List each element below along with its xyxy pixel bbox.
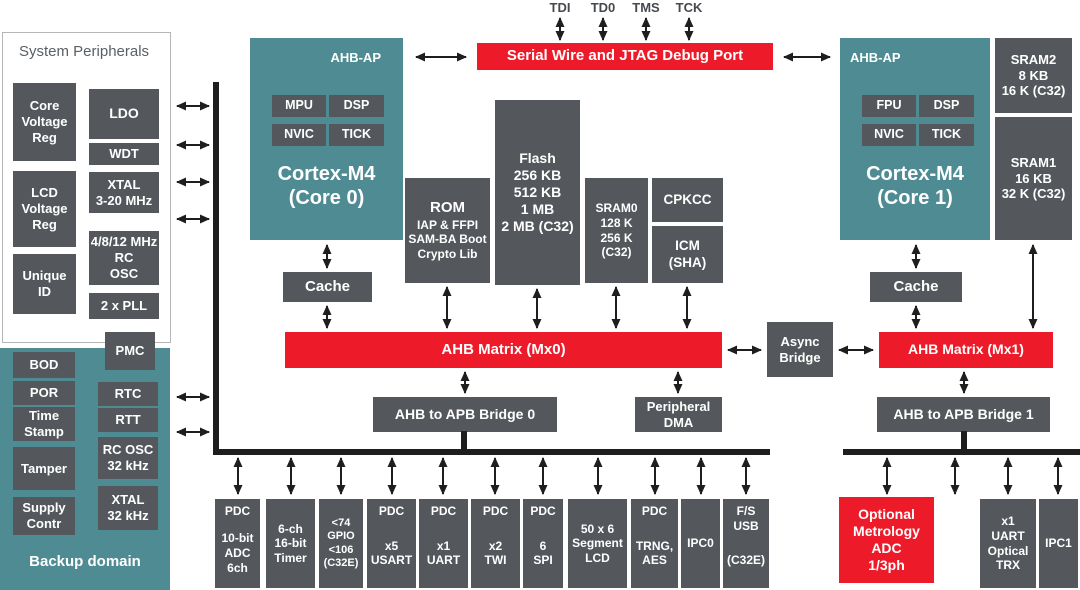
block-spi: PDC 6 SPI (523, 499, 563, 588)
block-dsp-core0: DSP (329, 95, 384, 117)
label-ahb-ap-core1: AHB-AP (850, 50, 901, 65)
bus-left-vertical (213, 82, 219, 455)
block-core-voltage-reg: Core Voltage Reg (13, 83, 76, 161)
pin-label-tck: TCK (675, 0, 703, 15)
label-metrology-body: Optional Metrology ADC 1/3ph (853, 505, 920, 574)
block-nvic-core0: NVIC (272, 124, 326, 146)
block-fs-usb: F/S USB (C32E) (723, 499, 769, 588)
label-twi-body: x2 TWI (484, 538, 507, 568)
block-ipc0: IPC0 (681, 499, 720, 588)
label-rom-sub: IAP & FFPI SAM-BA Boot Crypto Lib (408, 217, 487, 261)
label-timer-body: 6-ch 16-bit Timer (274, 521, 307, 565)
block-tick-core1: TICK (919, 124, 974, 146)
block-flash: Flash 256 KB 512 KB 1 MB 2 MB (C32) (495, 100, 580, 285)
block-cache-core0: Cache (283, 272, 372, 302)
label-adc-body: 10-bit ADC 6ch (221, 531, 254, 575)
label-usart-pdc: PDC (378, 504, 405, 518)
block-por: POR (13, 381, 75, 405)
label-uart-body: x1 UART (426, 538, 461, 568)
panel-backup-domain: BOD POR Time Stamp Tamper Supply Contr R… (0, 348, 170, 590)
block-bod: BOD (13, 352, 75, 378)
label-ipc0-body: IPC0 (687, 536, 714, 551)
block-rom: ROM IAP & FFPI SAM-BA Boot Crypto Lib (405, 178, 490, 283)
label-spi-pdc: PDC (530, 504, 556, 518)
block-rc-osc-32khz: RC OSC 32 kHz (98, 437, 158, 479)
block-peripheral-dma: Peripheral DMA (635, 397, 722, 432)
block-twi: PDC x2 TWI (471, 499, 520, 588)
label-ipc1-body: IPC1 (1045, 536, 1072, 551)
block-unique-id: Unique ID (13, 254, 76, 314)
label-ahb-ap-core0: AHB-AP (330, 50, 381, 65)
bus-apb1-horizontal (843, 449, 1080, 455)
bus-stub-bridge1 (961, 431, 967, 451)
pin-label-tms: TMS (632, 0, 660, 15)
block-trng-aes: PDC TRNG, AES (631, 499, 678, 588)
block-rtc: RTC (98, 382, 158, 406)
label-gpio-body: <74 GPIO <106 (C32E) (323, 516, 359, 569)
label-cortex-m4-core1: Cortex-M4 (Core 1) (866, 163, 964, 209)
label-spi-body: 6 SPI (533, 538, 553, 568)
panel-title-system-peripherals: System Peripherals (19, 43, 150, 60)
label-usart-body: x5 USART (370, 538, 413, 568)
label-adc-pdc: PDC (224, 504, 251, 518)
block-ldo: LDO (89, 89, 159, 139)
block-supply-contr: Supply Contr (13, 497, 75, 535)
block-rtt: RTT (98, 408, 158, 432)
bus-stub-bridge0 (461, 431, 467, 451)
block-2x-pll: 2 x PLL (89, 293, 159, 319)
label-trng-pdc: PDC (641, 504, 668, 518)
block-nvic-core1: NVIC (862, 124, 916, 146)
block-serial-wire-jtag-debug-port: Serial Wire and JTAG Debug Port (477, 43, 773, 70)
block-cpkcc: CPKCC (652, 178, 723, 222)
block-pmc: PMC (105, 332, 155, 370)
block-timer: 6-ch 16-bit Timer (266, 499, 315, 588)
label-lcd-body: 50 x 6 Segment LCD (572, 521, 623, 565)
block-ipc1: IPC1 (1039, 499, 1078, 588)
block-sram1: SRAM1 16 KB 32 K (C32) (995, 117, 1072, 240)
pin-label-tdi: TDI (549, 0, 571, 15)
block-fpu: FPU (862, 95, 916, 117)
panel-system-peripherals: System Peripherals Core Voltage Reg LDO … (2, 32, 171, 343)
label-uart-pdc: PDC (430, 504, 457, 518)
block-uart-optical-trx: x1 UART Optical TRX (980, 499, 1036, 588)
block-rc-osc-4-8-12mhz: 4/8/12 MHz RC OSC (89, 231, 159, 285)
block-segment-lcd: 50 x 6 Segment LCD (568, 499, 627, 588)
block-cache-core1: Cache (870, 272, 962, 302)
block-dsp-core1: DSP (919, 95, 974, 117)
label-trng-body: TRNG, AES (635, 538, 674, 568)
block-xtal-32khz: XTAL 32 kHz (98, 486, 158, 530)
label-rom-title: ROM (430, 199, 465, 217)
block-icm-sha: ICM (SHA) (652, 226, 723, 283)
block-tick-core0: TICK (329, 124, 384, 146)
block-ahb-apb-bridge0: AHB to APB Bridge 0 (373, 397, 557, 432)
block-cortex-m4-core0: AHB-AP MPU DSP NVIC TICK Cortex-M4 (Core… (250, 38, 403, 240)
block-metrology-adc: Optional Metrology ADC 1/3ph (839, 497, 934, 583)
block-sram0: SRAM0 128 K 256 K (C32) (585, 178, 648, 283)
label-cortex-m4-core0: Cortex-M4 (Core 0) (277, 163, 376, 209)
block-xtal-3-20mhz: XTAL 3-20 MHz (89, 172, 159, 213)
block-lcd-voltage-reg: LCD Voltage Reg (13, 171, 76, 247)
label-usb-body: (C32E) (726, 553, 765, 568)
label-twi-pdc: PDC (482, 504, 509, 518)
block-mpu: MPU (272, 95, 326, 117)
block-time-stamp: Time Stamp (13, 407, 75, 441)
pin-label-td0: TD0 (590, 0, 616, 15)
block-ahb-apb-bridge1: AHB to APB Bridge 1 (877, 397, 1050, 432)
block-uart: PDC x1 UART (419, 499, 468, 588)
block-adc: PDC 10-bit ADC 6ch (215, 499, 260, 588)
block-ahb-matrix-mx0: AHB Matrix (Mx0) (285, 332, 722, 368)
block-async-bridge: Async Bridge (767, 322, 833, 377)
bus-apb0-horizontal (213, 449, 770, 455)
label-usb-top: F/S USB (733, 504, 759, 533)
block-usart: PDC x5 USART (367, 499, 416, 588)
label-optical-body: x1 UART Optical TRX (987, 514, 1029, 573)
block-cortex-m4-core1: AHB-AP FPU DSP NVIC TICK Cortex-M4 (Core… (840, 38, 990, 240)
block-ahb-matrix-mx1: AHB Matrix (Mx1) (879, 332, 1053, 368)
block-sram2: SRAM2 8 KB 16 K (C32) (995, 38, 1072, 113)
block-gpio: <74 GPIO <106 (C32E) (319, 499, 363, 588)
panel-title-backup-domain: Backup domain (29, 553, 141, 570)
block-tamper: Tamper (13, 447, 75, 490)
block-wdt: WDT (89, 143, 159, 165)
